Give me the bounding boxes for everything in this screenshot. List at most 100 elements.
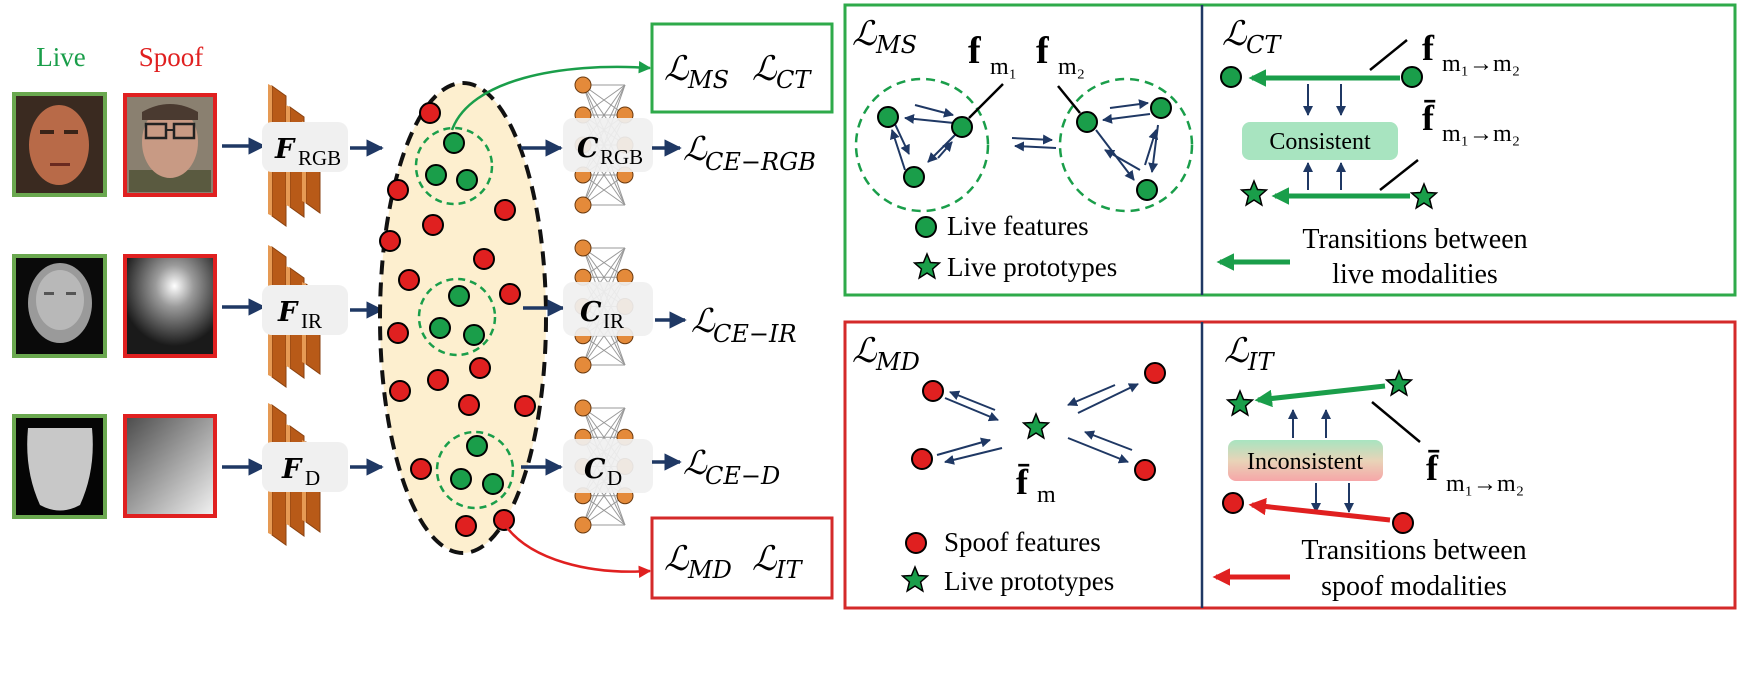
it-caption-line1: Transitions between — [1301, 535, 1526, 566]
ce-loss-ir: ℒ CE−IR — [691, 301, 797, 348]
classifier-node — [574, 239, 592, 257]
live-feature-dot — [466, 435, 488, 457]
ms-arrow — [937, 141, 953, 159]
ms-f-m2-pointer — [1057, 85, 1081, 114]
ms-cross-arrow — [1011, 134, 1053, 145]
md-arrow — [1084, 430, 1133, 451]
md-arrow — [1077, 383, 1139, 414]
ct-f-transition-subscript: m₁→m₂ — [1442, 51, 1520, 77]
md-legend-features-label: Spoof features — [944, 527, 1101, 557]
it-caption-line2: spoof modalities — [1321, 571, 1507, 602]
ms-live-feature-m1 — [903, 166, 925, 188]
md-legend-prototypes-label: Live prototypes — [944, 566, 1114, 596]
encoder-ir-label: F IR — [262, 285, 348, 335]
it-f-bar-subscript: m₁→m₂ — [1446, 471, 1524, 497]
classifier-ir-subscript: IR — [603, 309, 624, 333]
live-feature-dot — [443, 132, 465, 154]
spoof-feature-dot — [469, 357, 491, 379]
ct-panel-title-subscript: CT — [1246, 31, 1282, 59]
it-inconsistent-label: Inconsistent — [1247, 449, 1363, 475]
ct-f-bar-subscript: m₁→m₂ — [1442, 121, 1520, 147]
live-cluster-ir — [417, 277, 497, 357]
encoder-d-symbol: F — [281, 454, 303, 485]
live-feature-dot — [463, 324, 485, 346]
loss-ms-subscript: MS — [687, 66, 729, 94]
classifier-rgb-label: C RGB — [563, 118, 653, 172]
spoof-feature-dot — [427, 369, 449, 391]
encoder-rgb-label: F RGB — [262, 122, 348, 172]
ms-arrow — [914, 104, 954, 118]
it-spoof-transition-arrow — [1248, 497, 1391, 523]
ms-live-feature-m1 — [951, 116, 973, 138]
ms-f-m2-subscript: m₂ — [1058, 54, 1085, 80]
classifier-rgb-subscript: RGB — [600, 145, 643, 169]
ms-cluster-m1 — [854, 77, 990, 213]
spoof-feature-dot — [514, 395, 536, 417]
ms-cluster-m2 — [1058, 77, 1194, 213]
encoder-ir-subscript: IR — [301, 309, 322, 333]
classifier-d-subscript: D — [607, 466, 622, 490]
it-inconsistent-badge — [1228, 440, 1383, 481]
loss-it-subscript: IT — [775, 556, 803, 584]
it-panel-title-subscript: IT — [1247, 348, 1275, 376]
encoder-rgb-symbol: F — [274, 134, 296, 165]
spoof-feature-dot — [422, 214, 444, 236]
live-header: Live — [36, 42, 85, 72]
live-cluster-d — [435, 430, 515, 510]
spoof-ir-face-thumbnail — [123, 254, 217, 358]
ms-live-feature-m1 — [877, 106, 899, 128]
it-prototype-transition-arrow — [1254, 383, 1386, 408]
ce-loss-ir-subscript: CE−IR — [713, 320, 797, 348]
encoder-d-label: F D — [262, 442, 348, 492]
md-arrow — [1067, 384, 1116, 407]
ce-loss-ir-symbol: ℒ — [691, 301, 716, 340]
md-f-bar-subscript: m — [1037, 482, 1056, 508]
encoder-ir-symbol: F — [277, 297, 299, 328]
ce-loss-rgb-symbol: ℒ — [683, 129, 708, 168]
md-arrow — [944, 397, 999, 422]
it-spoof-feature-target — [1222, 492, 1244, 514]
ct-panel-title-symbol: ℒ — [1222, 14, 1248, 54]
ce-loss-rgb-subscript: CE−RGB — [705, 148, 816, 176]
ct-consistent-label: Consistent — [1269, 129, 1371, 155]
arrow-spoof-to-md-it — [503, 524, 652, 578]
md-spoof-feature — [911, 448, 933, 470]
md-legend-feature-icon — [905, 532, 927, 554]
it-f-bar-symbol: f̄ — [1426, 448, 1440, 488]
spoof-feature-dot — [410, 458, 432, 480]
loss-it-symbol: ℒ — [752, 539, 778, 579]
ct-f-bar-symbol: f̄ — [1422, 98, 1436, 138]
ms-panel-title-symbol: ℒ — [852, 14, 878, 54]
loss-ms-symbol: ℒ — [664, 49, 690, 89]
md-arrow — [949, 390, 996, 411]
live-rgb-face-thumbnail — [12, 92, 107, 197]
md-arrow — [944, 447, 1003, 465]
spoof-feature-dot — [389, 380, 411, 402]
ct-f-transition-symbol: f — [1422, 28, 1435, 68]
spoof-feature-dot — [499, 283, 521, 305]
live-depth-face-thumbnail — [12, 414, 107, 519]
loss-box-md-it: ℒ MD ℒ IT — [650, 516, 834, 600]
ct-panel: ℒ CT f m₁→m₂ f̄ m₁→m₂ Consistent Transit… — [1216, 14, 1528, 290]
live-feature-dot — [429, 317, 451, 339]
md-panel-title-subscript: MD — [875, 348, 920, 376]
spoof-feature-dot — [379, 230, 401, 252]
ct-live-feature-source — [1401, 66, 1423, 88]
ms-panel: ℒ MS f m₁ f m₂ Live features — [852, 14, 1194, 282]
ms-arrow — [890, 129, 906, 171]
encoder-d-subscript: D — [305, 466, 320, 490]
it-f-bar-pointer — [1371, 401, 1421, 443]
loss-ct-symbol: ℒ — [752, 49, 778, 89]
md-panel-title-symbol: ℒ — [852, 331, 878, 371]
classifier-rgb-symbol: C — [577, 133, 599, 164]
ct-caption-line2: live modalities — [1332, 259, 1498, 290]
classifier-d-symbol: C — [584, 454, 606, 485]
ms-legend-features-label: Live features — [947, 211, 1089, 241]
spoof-feature-dot — [458, 394, 480, 416]
spoof-feature-dot — [494, 199, 516, 221]
spoof-depth-face-thumbnail — [123, 414, 217, 518]
live-feature-dot — [456, 169, 478, 191]
classifier-node — [574, 76, 592, 94]
loss-ct-subscript: CT — [776, 66, 812, 94]
classifier-node — [574, 356, 592, 374]
